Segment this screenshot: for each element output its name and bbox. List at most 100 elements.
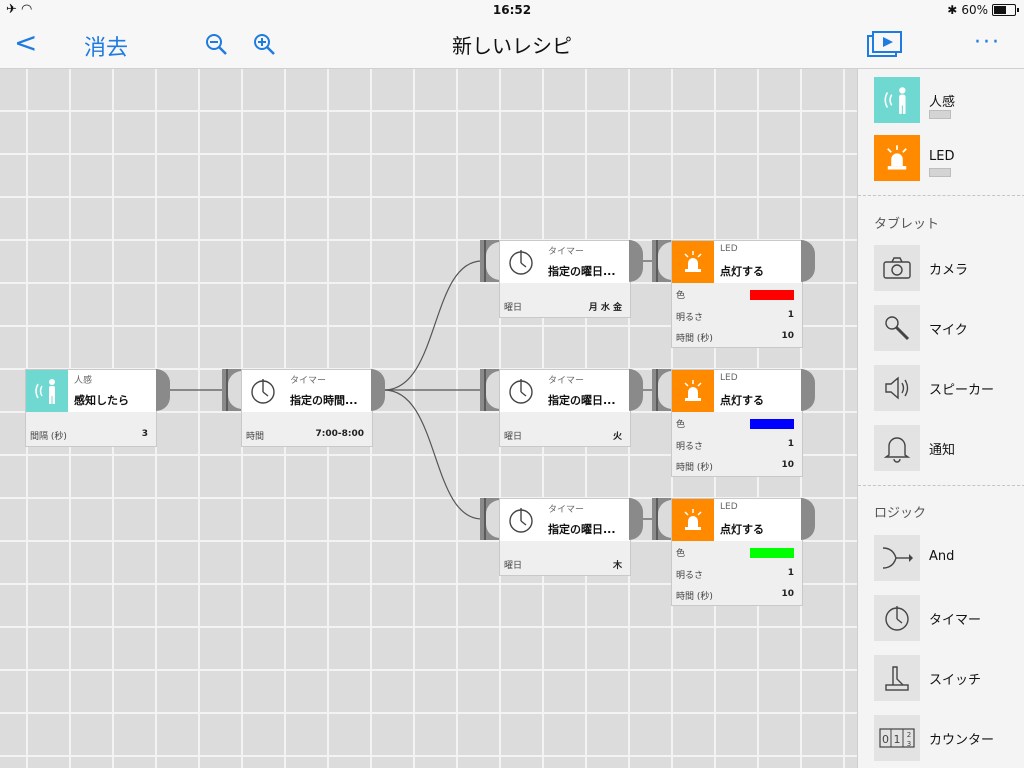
- more-button[interactable]: ···: [974, 30, 1001, 55]
- led1-output-port[interactable]: [801, 240, 815, 282]
- palette-item-switch[interactable]: スイッチ: [858, 655, 1024, 711]
- node-title: 指定の曜日...: [548, 523, 616, 536]
- color-swatch: [750, 289, 794, 300]
- and-icon: [874, 535, 920, 581]
- duration-row: 時間 (秒) 10: [676, 331, 794, 344]
- slideshow-button[interactable]: [866, 30, 904, 62]
- duration-row: 時間 (秒) 10: [676, 460, 794, 473]
- led2-input-port[interactable]: [652, 369, 672, 411]
- status-time: 16:52: [492, 3, 532, 17]
- color-swatch: [750, 547, 794, 558]
- palette-item-notification[interactable]: 通知: [858, 425, 1024, 481]
- timer3-node[interactable]: タイマー 指定の曜日... 曜日 木: [499, 498, 631, 576]
- led-icon: [672, 499, 714, 541]
- speaker-icon: [874, 365, 920, 411]
- timer3-input-port[interactable]: [480, 498, 500, 540]
- section-heading-logic: ロジック: [874, 506, 927, 521]
- palette-item-and[interactable]: And: [858, 535, 1024, 591]
- node-row: 曜日 火: [504, 432, 622, 442]
- motion-sensor-icon: [26, 370, 68, 412]
- node-category: タイマー: [548, 505, 585, 515]
- node-category: タイマー: [548, 376, 585, 386]
- duration-row: 時間 (秒) 10: [676, 589, 794, 602]
- palette-item-camera[interactable]: カメラ: [858, 245, 1024, 301]
- timer3-output-port[interactable]: [629, 498, 643, 540]
- battery-indicator: [929, 168, 951, 177]
- slideshow-icon: [867, 31, 902, 57]
- component-palette: 人感 LED タブレット カメラ マイク スピーカー 通知 ロジック: [857, 69, 1024, 768]
- color-row: 色: [676, 546, 794, 559]
- led2-node[interactable]: LED 点灯する 色 明るさ 1 時間 (秒) 10: [671, 369, 803, 477]
- led-icon: [672, 370, 714, 412]
- led3-input-port[interactable]: [652, 498, 672, 540]
- svg-text:1: 1: [894, 733, 901, 746]
- node-row: 間隔 (秒) 3: [30, 429, 148, 442]
- palette-item-motion-sensor[interactable]: 人感: [858, 77, 1024, 133]
- status-bar: ✈ ︎◠ 16:52 ✱ 60%: [0, 0, 1024, 20]
- svg-text:2: 2: [907, 731, 911, 739]
- back-button[interactable]: <: [14, 26, 38, 59]
- timer-main-input-port[interactable]: [222, 369, 242, 411]
- svg-text:3: 3: [907, 740, 911, 748]
- battery-icon: [992, 4, 1019, 16]
- palette-item-microphone[interactable]: マイク: [858, 305, 1024, 361]
- timer1-output-port[interactable]: [629, 240, 643, 282]
- brightness-row: 明るさ 1: [676, 439, 794, 452]
- led-icon: [672, 241, 714, 283]
- led1-node[interactable]: LED 点灯する 色 明るさ 1 時間 (秒) 10: [671, 240, 803, 348]
- airplane-wifi-icon: ✈ ︎◠: [6, 2, 33, 17]
- navigation-bar: < 消去 新しいレシピ ···: [0, 20, 1024, 69]
- recipe-canvas[interactable]: 人感 感知したら 間隔 (秒) 3 タイマー 指定の時間... 時間 7:00-…: [0, 69, 857, 768]
- led1-input-port[interactable]: [652, 240, 672, 282]
- color-row: 色: [676, 417, 794, 430]
- timer-main-node[interactable]: タイマー 指定の時間... 時間 7:00-8:00: [241, 369, 373, 447]
- zoom-in-button[interactable]: [252, 32, 276, 60]
- timer-icon: [242, 370, 284, 412]
- timer1-node[interactable]: タイマー 指定の曜日... 曜日 月 水 金: [499, 240, 631, 318]
- timer2-node[interactable]: タイマー 指定の曜日... 曜日 火: [499, 369, 631, 447]
- microphone-icon: [874, 305, 920, 351]
- palette-item-speaker[interactable]: スピーカー: [858, 365, 1024, 421]
- color-row: 色: [676, 288, 794, 301]
- timer-icon: [500, 370, 542, 412]
- bell-icon: [874, 425, 920, 471]
- node-category: 人感: [74, 376, 93, 386]
- motion-sensor-icon: [874, 77, 920, 123]
- switch-icon: [874, 655, 920, 701]
- timer-main-output-port[interactable]: [371, 369, 385, 411]
- timer2-output-port[interactable]: [629, 369, 643, 411]
- camera-icon: [874, 245, 920, 291]
- node-row: 時間 7:00-8:00: [246, 429, 364, 442]
- brightness-row: 明るさ 1: [676, 568, 794, 581]
- timer1-input-port[interactable]: [480, 240, 500, 282]
- node-title: 指定の時間...: [290, 394, 358, 407]
- led-icon: [874, 135, 920, 181]
- sensor-node[interactable]: 人感 感知したら 間隔 (秒) 3: [25, 369, 157, 447]
- section-heading-tablet: タブレット: [874, 217, 940, 232]
- zoom-out-button[interactable]: [204, 32, 228, 60]
- color-swatch: [750, 418, 794, 429]
- node-title: 感知したら: [74, 394, 129, 407]
- connection-timer-timer3: [383, 389, 483, 520]
- node-category: タイマー: [548, 247, 585, 257]
- node-title: 点灯する: [720, 265, 764, 278]
- led2-output-port[interactable]: [801, 369, 815, 411]
- node-category: LED: [720, 502, 738, 512]
- led3-output-port[interactable]: [801, 498, 815, 540]
- timer-icon: [874, 595, 920, 641]
- battery-indicator: [929, 110, 951, 119]
- sensor-output-port[interactable]: [156, 369, 170, 411]
- palette-item-timer[interactable]: タイマー: [858, 595, 1024, 651]
- palette-item-led[interactable]: LED: [858, 135, 1024, 191]
- timer-icon: [500, 241, 542, 283]
- delete-button[interactable]: 消去: [84, 36, 129, 61]
- timer2-input-port[interactable]: [480, 369, 500, 411]
- zoom-out-icon: [206, 34, 227, 55]
- led3-node[interactable]: LED 点灯する 色 明るさ 1 時間 (秒) 10: [671, 498, 803, 606]
- node-category: LED: [720, 373, 738, 383]
- node-row: 曜日 月 水 金: [504, 303, 622, 313]
- timer-icon: [500, 499, 542, 541]
- connection-timer-timer1: [383, 260, 483, 391]
